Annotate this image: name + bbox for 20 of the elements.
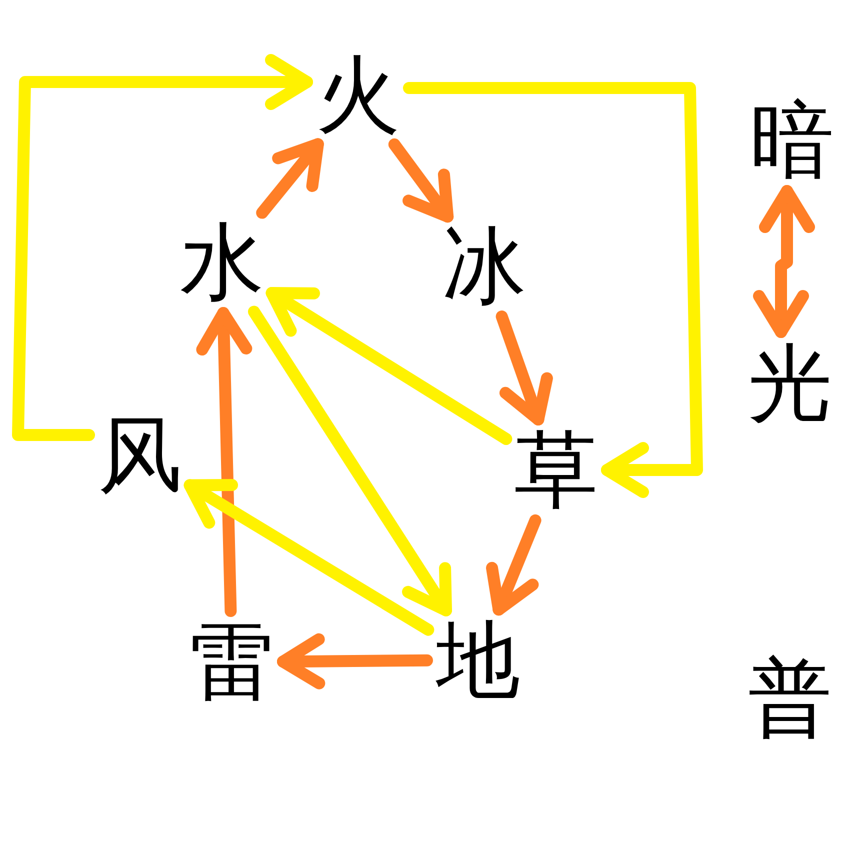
arrow bbox=[266, 287, 512, 445]
arrow bbox=[256, 138, 324, 219]
double-arrow bbox=[753, 185, 815, 338]
type-label: 冰 bbox=[441, 223, 527, 309]
type-label: 草 bbox=[513, 427, 599, 513]
arrow bbox=[12, 54, 313, 441]
arrow bbox=[388, 138, 454, 223]
arrow bbox=[403, 82, 703, 498]
arrow bbox=[277, 633, 433, 690]
type-label: 风 bbox=[97, 412, 183, 498]
type-label: 地 bbox=[435, 617, 521, 703]
arrow bbox=[196, 307, 252, 617]
arrow bbox=[486, 514, 542, 616]
type-label: 水 bbox=[179, 219, 265, 305]
type-label: 光 bbox=[747, 340, 833, 426]
type-label: 雷 bbox=[189, 619, 275, 705]
type-label: 火 bbox=[315, 52, 401, 138]
type-label: 暗 bbox=[749, 97, 835, 183]
type-label: 普 bbox=[747, 655, 833, 741]
arrow bbox=[496, 310, 553, 426]
